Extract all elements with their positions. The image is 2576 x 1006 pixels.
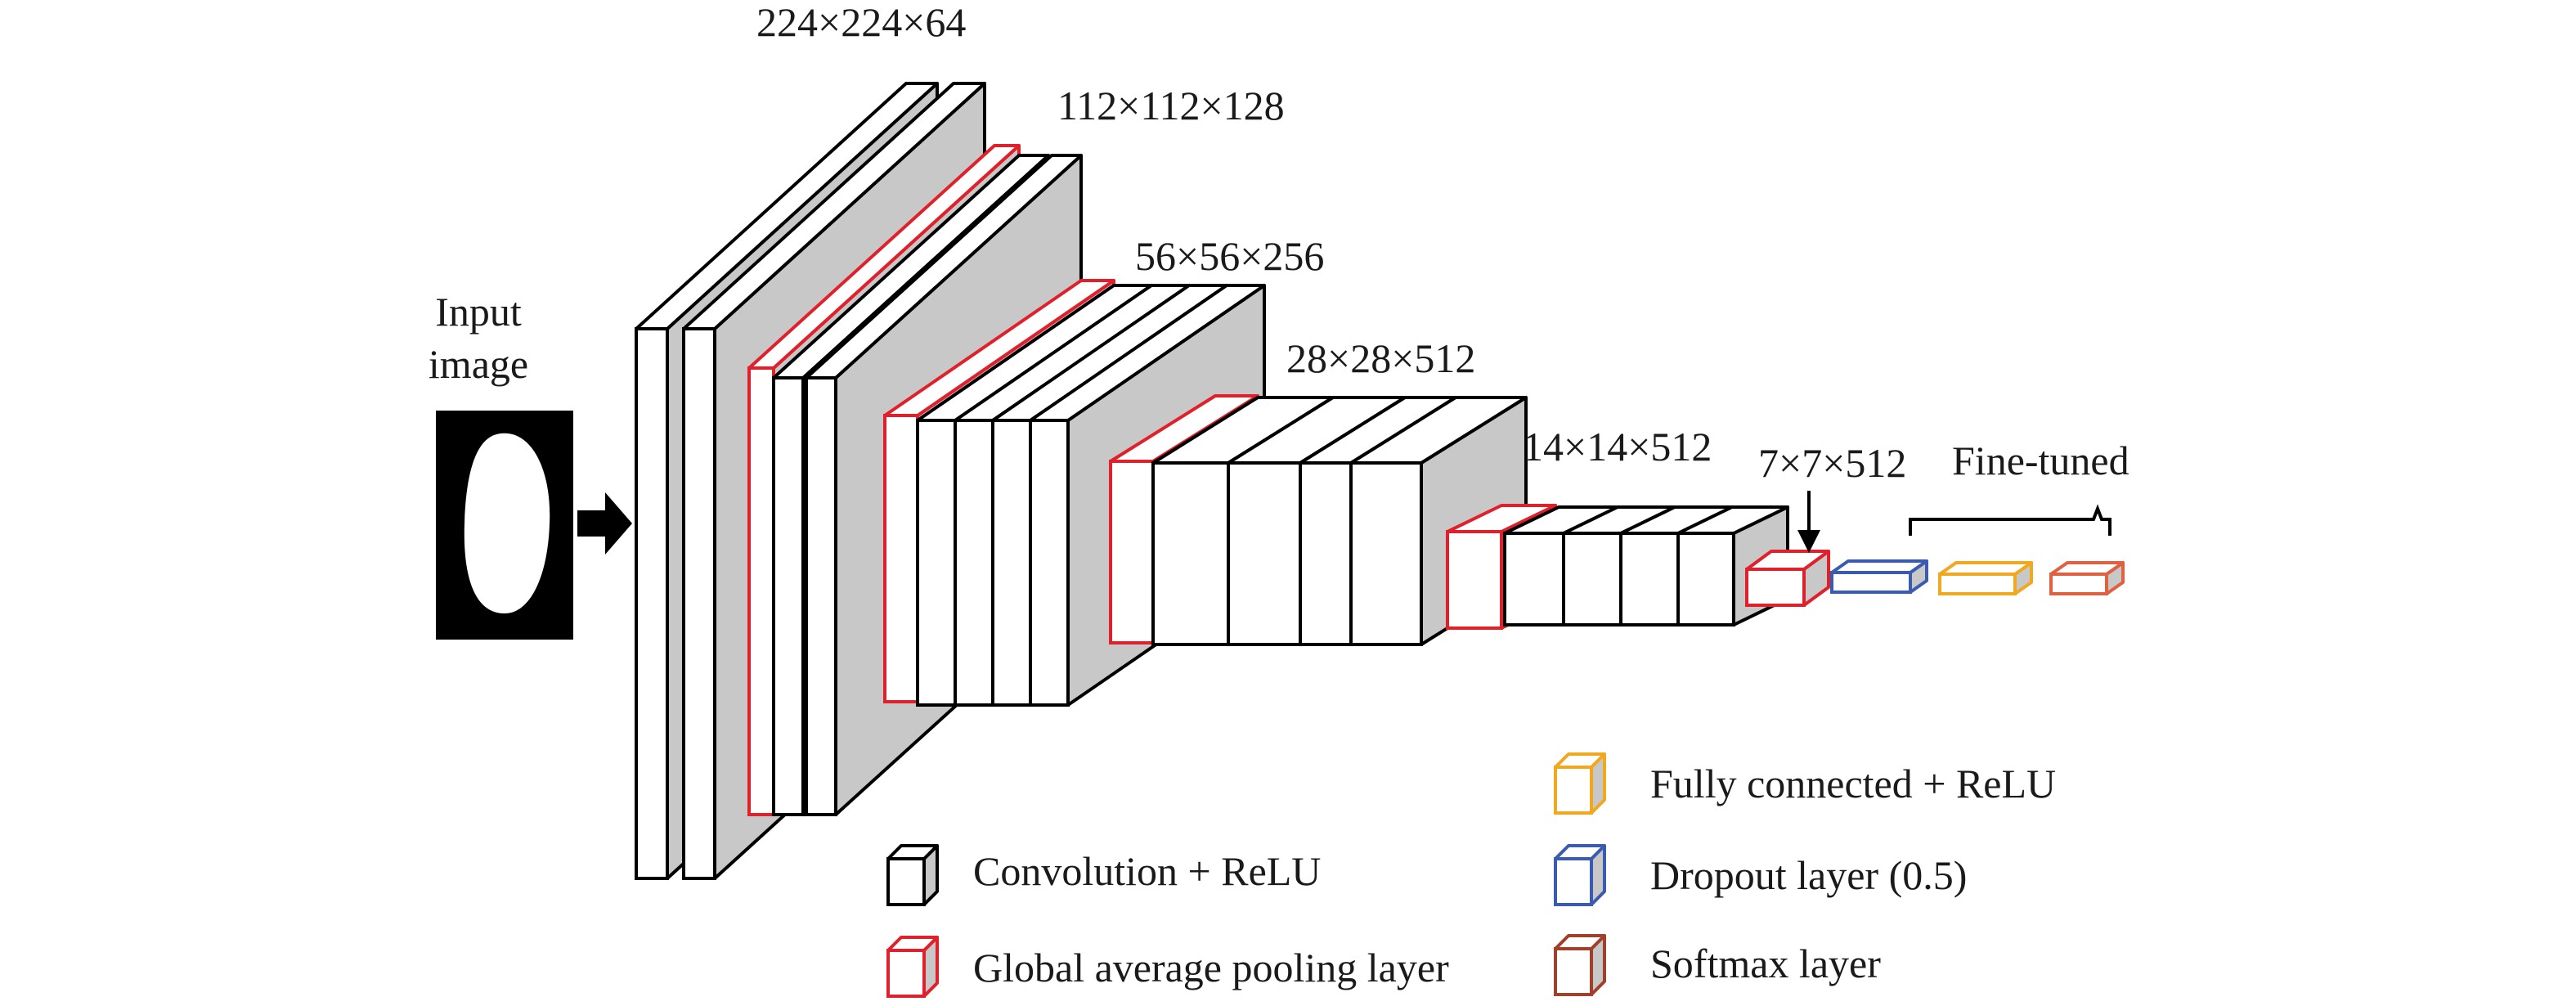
legend-cube (1554, 934, 1606, 996)
input-label-line2: image (429, 341, 528, 387)
legend-item-softmax: Softmax layer (1554, 934, 1881, 996)
fine-tuned-group: Fine-tuned (1909, 438, 2129, 536)
legend-item-convolution-relu: Convolution + ReLU (886, 844, 1321, 906)
dim-label-stage-2: 112×112×128 (1057, 83, 1285, 128)
legend-item-dropout: Dropout layer (0.5) (1554, 844, 1967, 906)
legend-item-fully-connected-relu: Fully connected + ReLU (1554, 752, 2056, 815)
input-label-line1: Input (435, 289, 522, 335)
dim-label-stage-1: 224×224×64 (756, 0, 966, 45)
dim-label-stage-6: 7×7×512 (1758, 440, 1906, 486)
legend: Convolution + ReLU Global average poolin… (886, 752, 2056, 998)
stage-6-blocks (1745, 550, 1830, 607)
legend-label-fully-connected-relu: Fully connected + ReLU (1650, 761, 2056, 806)
legend-item-global-average-pooling: Global average pooling layer (886, 936, 1449, 998)
legend-label-dropout: Dropout layer (0.5) (1650, 852, 1967, 898)
legend-label-softmax: Softmax layer (1650, 941, 1881, 986)
dim-label-stage-3: 56×56×256 (1135, 233, 1324, 279)
dim-label-stage-5: 14×14×512 (1523, 424, 1712, 469)
fc-block (1938, 561, 2033, 595)
legend-cube (886, 936, 939, 998)
dimension-labels: 224×224×64 112×112×128 56×56×256 28×28×5… (756, 0, 1906, 486)
fine-tuned-label: Fine-tuned (1952, 438, 2129, 483)
input-arrow-icon (577, 492, 632, 555)
classifier-blocks (1830, 559, 2125, 595)
convolution-relu-swatch-icon (886, 844, 939, 906)
global-average-pooling-swatch-icon (886, 936, 939, 998)
fully-connected-relu-swatch-icon (1554, 752, 1606, 815)
layer-blocks (635, 82, 2125, 880)
legend-cube (886, 844, 939, 906)
fine-tuned-brace (1909, 504, 2112, 536)
softmax-block (2049, 561, 2125, 595)
input-image-shape (464, 433, 550, 614)
softmax-swatch-icon (1554, 934, 1606, 996)
dim-label-stage-4: 28×28×512 (1286, 335, 1475, 381)
legend-cube (1554, 752, 1606, 815)
legend-label-convolution-relu: Convolution + ReLU (973, 848, 1321, 894)
stage-6-pointer-arrow (1797, 491, 1820, 553)
input-image-group: Input image (429, 289, 632, 640)
dropout-block (1830, 559, 1928, 594)
stage-5-blocks (1446, 504, 1789, 630)
legend-cube (1554, 844, 1606, 906)
dropout-swatch-icon (1554, 844, 1606, 906)
legend-label-global-average-pooling: Global average pooling layer (973, 945, 1449, 990)
pool-block (1745, 550, 1830, 607)
